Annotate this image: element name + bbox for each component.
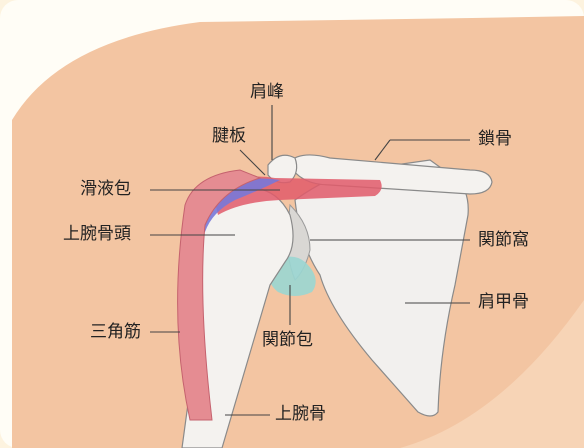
label-bursa: 滑液包	[80, 181, 131, 198]
label-glenoid: 関節窩	[478, 232, 529, 249]
label-humeral-head: 上腕骨頭	[63, 226, 131, 243]
label-acromion: 肩峰	[250, 84, 284, 101]
label-clavicle: 鎖骨	[478, 131, 512, 148]
label-joint-capsule: 関節包	[262, 332, 313, 349]
label-scapula: 肩甲骨	[478, 294, 529, 311]
label-humerus: 上腕骨	[275, 406, 326, 423]
label-deltoid: 三角筋	[90, 324, 141, 341]
label-tendon-plate: 腱板	[212, 128, 246, 145]
